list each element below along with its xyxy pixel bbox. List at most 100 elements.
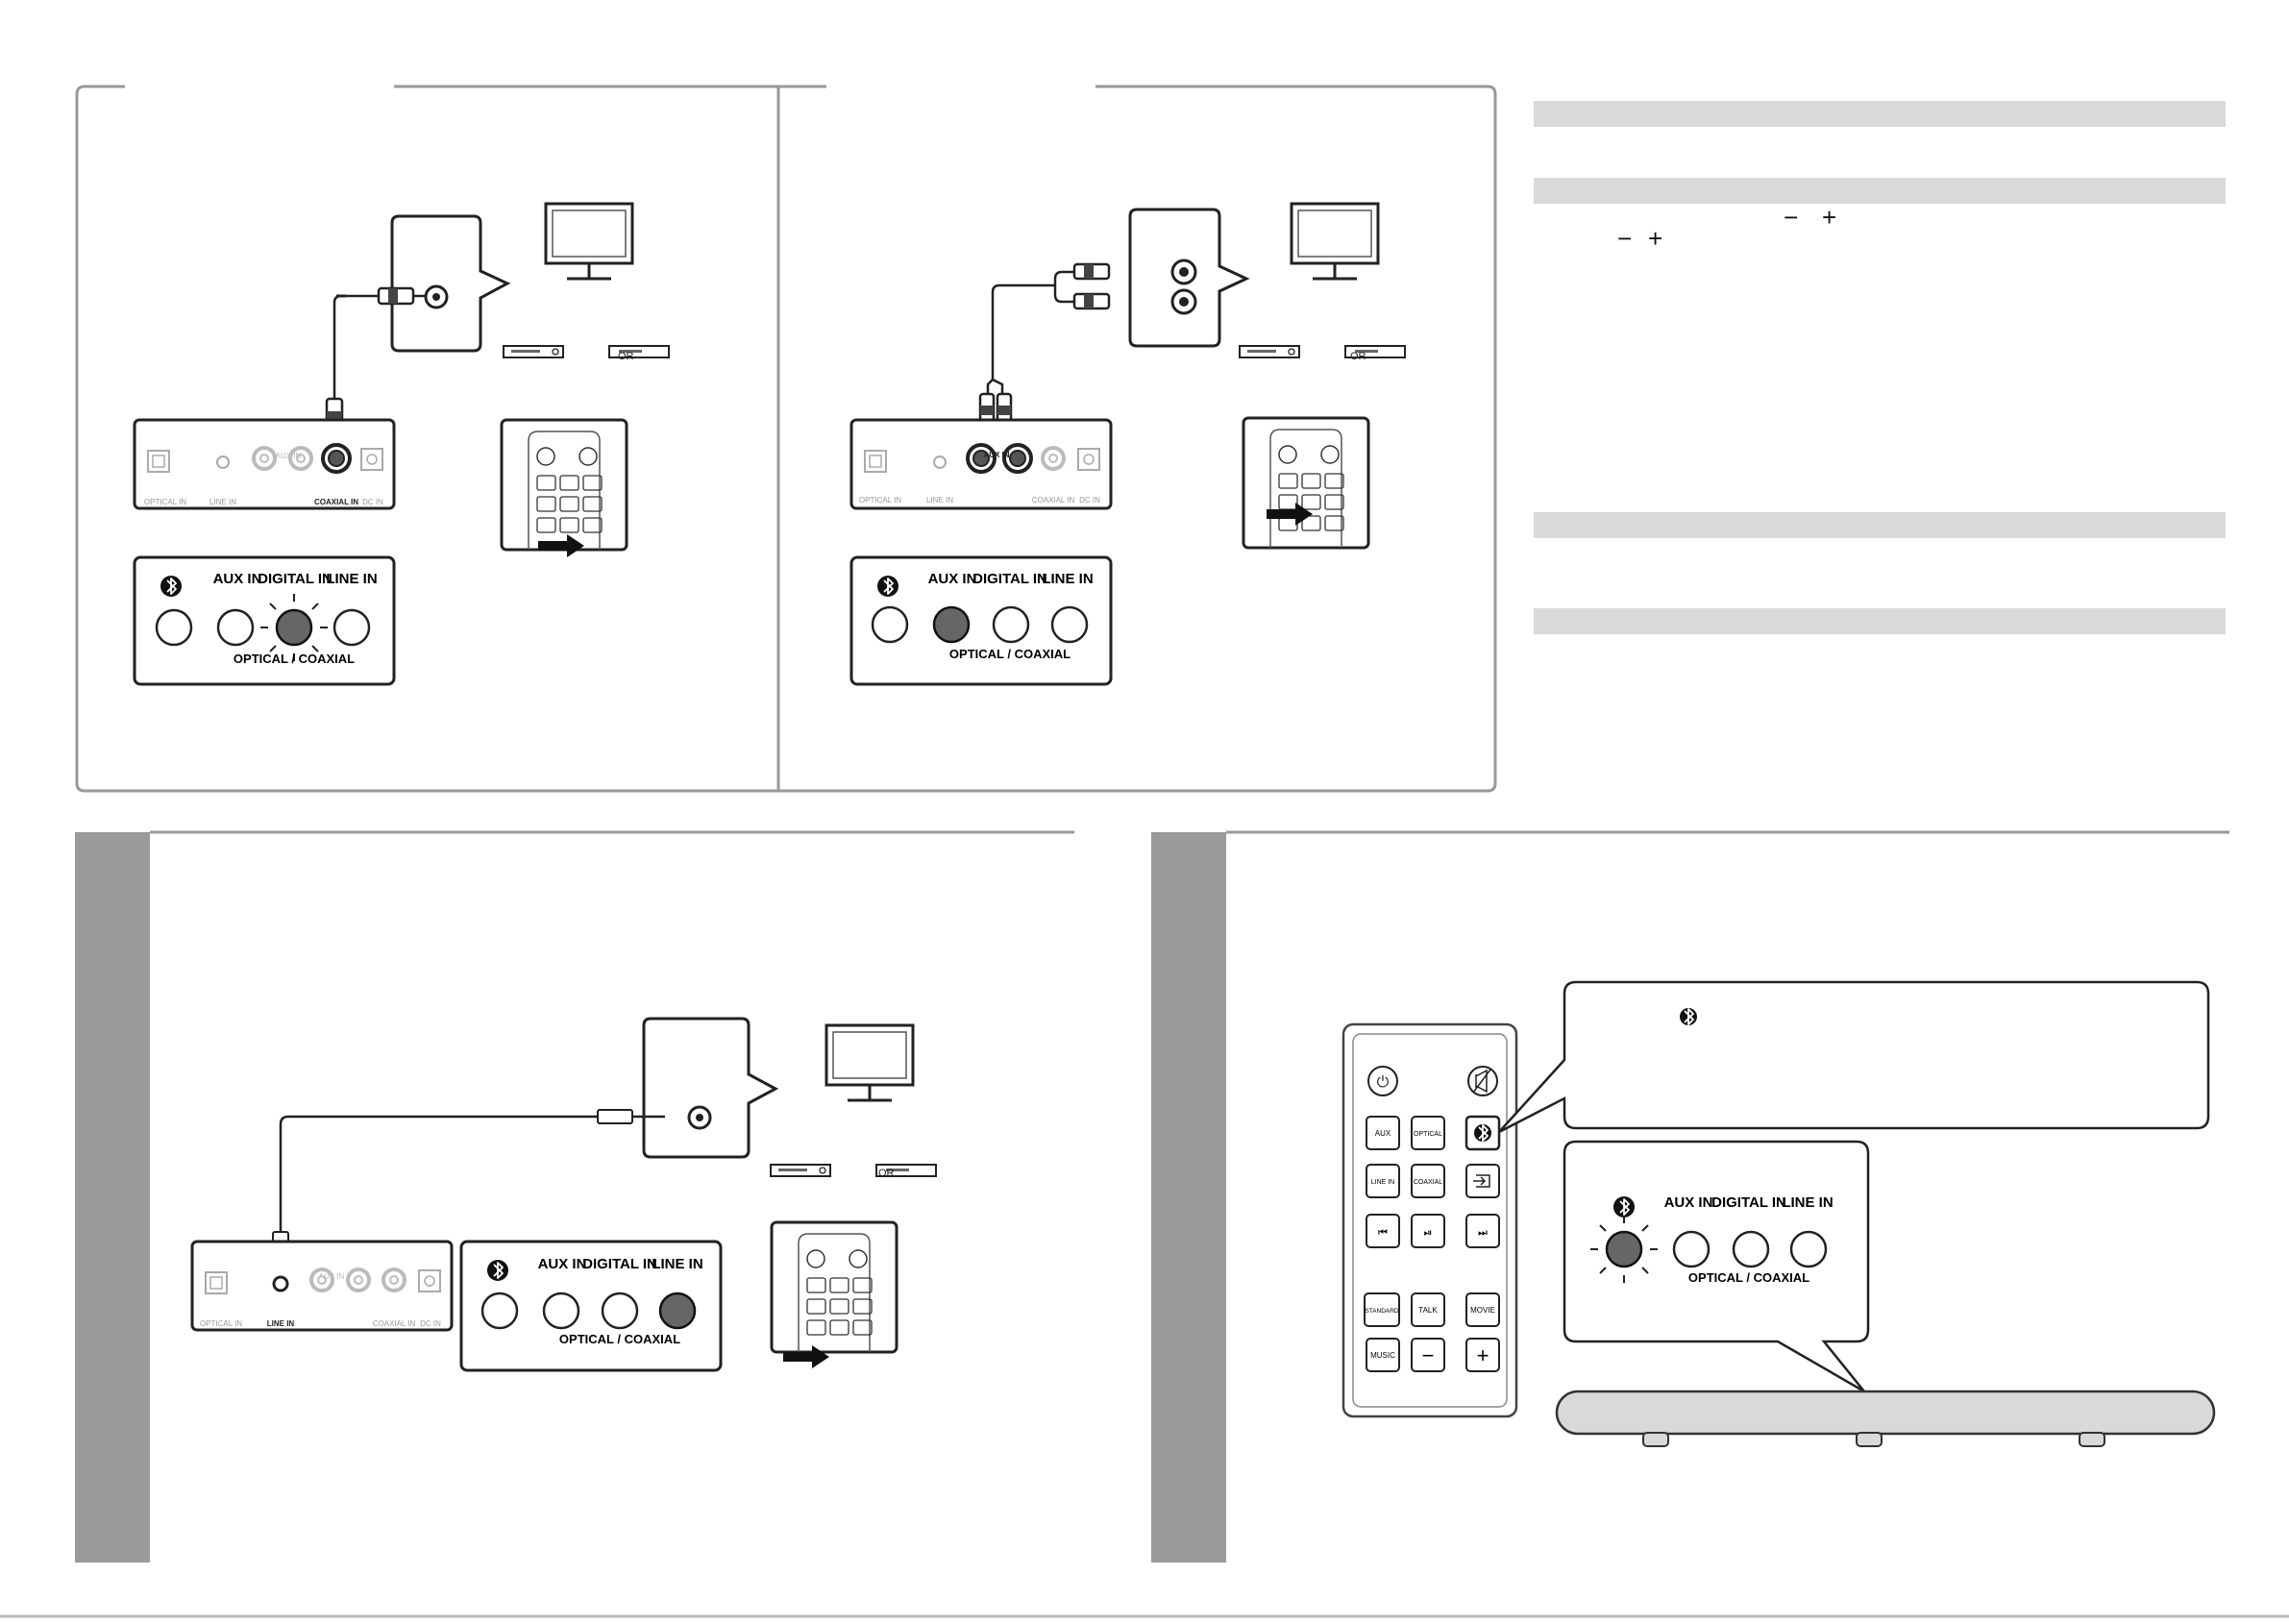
optical-in-label: OPTICAL IN [200, 1319, 242, 1328]
mute-button[interactable] [1467, 1066, 1498, 1096]
digital-indicator [601, 1292, 639, 1330]
coaxial-connection-diagram: OR AUX IN OPTICAL IN LINE IN COAXIAL IN … [133, 202, 670, 686]
line-in-label: LINE IN [926, 496, 953, 504]
coaxial-button-label: COAXIAL [1414, 1179, 1442, 1186]
play-pause-button[interactable] [1411, 1214, 1445, 1248]
remote-control: ⏻ AUX OPTICAL LINE IN COAXIAL ⏮ ⏯ ⏭ STAN… [1341, 1022, 1518, 1418]
mute-icon [1472, 1069, 1491, 1094]
power-button[interactable] [1367, 1066, 1398, 1096]
line-indicator-label: LINE IN [326, 571, 377, 587]
or-label: OR [618, 351, 634, 362]
line-indicator-label: LINE IN [652, 1256, 702, 1272]
section-header-bar-1 [1534, 101, 2226, 127]
movie-button[interactable] [1465, 1292, 1500, 1327]
or-label: OR [878, 1168, 895, 1179]
next-button[interactable] [1465, 1214, 1500, 1248]
bluetooth-indicator [155, 608, 193, 647]
previous-button[interactable] [1366, 1214, 1400, 1248]
soundbar-foot [1856, 1432, 1883, 1447]
dc-in-label: DC IN [420, 1319, 441, 1328]
optical-in-label: OPTICAL IN [859, 496, 901, 504]
aux-indicator-label: AUX IN [928, 571, 977, 587]
aux-in-label: AUX IN [319, 1272, 345, 1281]
indicator-callout [1563, 1140, 1870, 1393]
talk-button[interactable] [1411, 1292, 1445, 1327]
aux-indicator [216, 608, 255, 647]
optical-coaxial-label: OPTICAL / COAXIAL [559, 1332, 680, 1346]
aux-indicator [1672, 1230, 1711, 1268]
bluetooth-section: ⏻ AUX OPTICAL LINE IN COAXIAL ⏮ ⏯ ⏭ STAN… [1151, 830, 2229, 1562]
aux-button[interactable] [1366, 1116, 1400, 1150]
dc-in-label: DC IN [362, 498, 383, 506]
digital-indicator-label: DIGITAL IN [972, 571, 1047, 587]
step-sidebar [75, 832, 150, 1562]
bluetooth-button[interactable] [1464, 1115, 1501, 1151]
volume-minus-symbol: − [1784, 203, 1798, 232]
bluetooth-callout [1498, 980, 2210, 1134]
volume-plus-symbol: + [1648, 224, 1662, 253]
standard-button-label: STANDARD [1365, 1308, 1399, 1315]
volume-up-button[interactable] [1465, 1338, 1500, 1372]
or-label: OR [1350, 351, 1366, 362]
light-rays [260, 594, 328, 661]
step-sidebar [1151, 832, 1226, 1562]
aux-in-label: AUX IN [983, 451, 1009, 459]
line-indicator-label: LINE IN [1782, 1194, 1833, 1211]
line-indicator [332, 608, 371, 647]
talk-button-label: TALK [1418, 1306, 1438, 1315]
digital-indicator-label: DIGITAL IN [258, 571, 332, 587]
music-button-label: MUSIC [1370, 1351, 1395, 1360]
optical-in-label: OPTICAL IN [144, 498, 186, 506]
aux-connection-diagram: OR AUX IN OPTICAL IN LINE IN COAXIAL IN … [849, 202, 1406, 686]
line-in-button[interactable] [1366, 1164, 1400, 1198]
movie-button-label: MOVIE [1470, 1306, 1495, 1315]
next-icon: ⏭ [1478, 1227, 1488, 1239]
digital-indicator-lit [275, 608, 313, 647]
digital-indicator [1732, 1230, 1770, 1268]
input-button[interactable] [1465, 1164, 1500, 1198]
plus-icon: + [1477, 1343, 1489, 1367]
line-in-label: LINE IN [209, 498, 236, 506]
bluetooth-indicator-lit [1605, 1230, 1643, 1268]
line-in-label: LINE IN [267, 1319, 295, 1328]
volume-plus-symbol: + [1822, 203, 1836, 232]
line-indicator [1050, 605, 1089, 644]
section-header-bar-2 [1534, 178, 2226, 204]
volume-down-button[interactable] [1411, 1338, 1445, 1372]
input-icon [1473, 1174, 1490, 1188]
volume-minus-symbol: − [1617, 224, 1632, 253]
bluetooth-indicator [871, 605, 909, 644]
optical-coaxial-label: OPTICAL / COAXIAL [234, 652, 355, 666]
coaxial-in-label: COAXIAL IN [373, 1319, 416, 1328]
aux-indicator-lit [932, 605, 971, 644]
standard-button[interactable] [1364, 1292, 1400, 1327]
music-button[interactable] [1366, 1338, 1400, 1372]
optical-button-label: OPTICAL [1414, 1131, 1442, 1138]
optical-coaxial-label: OPTICAL / COAXIAL [949, 647, 1071, 661]
bluetooth-indicator [480, 1292, 519, 1330]
coaxial-in-label: COAXIAL IN [314, 498, 358, 506]
aux-indicator-label: AUX IN [538, 1256, 587, 1272]
coaxial-in-label: COAXIAL IN [1032, 496, 1075, 504]
minus-icon: − [1422, 1343, 1435, 1367]
line-indicator-label: LINE IN [1042, 571, 1093, 587]
digital-indicator-label: DIGITAL IN [1711, 1194, 1786, 1211]
aux-button-label: AUX [1375, 1129, 1391, 1138]
line-indicator-lit [658, 1292, 697, 1330]
aux-indicator-label: AUX IN [213, 571, 262, 587]
line-in-button-label: LINE IN [1371, 1179, 1395, 1186]
digital-indicator [992, 605, 1030, 644]
optical-button[interactable] [1411, 1116, 1445, 1150]
previous-icon: ⏮ [1378, 1227, 1388, 1239]
optical-coaxial-label: OPTICAL / COAXIAL [1688, 1270, 1809, 1285]
coaxial-button[interactable] [1411, 1164, 1445, 1198]
power-icon: ⏻ [1377, 1074, 1390, 1091]
dc-in-label: DC IN [1079, 496, 1100, 504]
soundbar-foot [1642, 1432, 1669, 1447]
soundbar-foot [2079, 1432, 2105, 1447]
aux-indicator-label: AUX IN [1664, 1194, 1713, 1211]
aux-indicator [542, 1292, 580, 1330]
line-in-section: OR AUX IN OPTICAL IN LINE IN COAXIAL IN … [75, 830, 1074, 1562]
